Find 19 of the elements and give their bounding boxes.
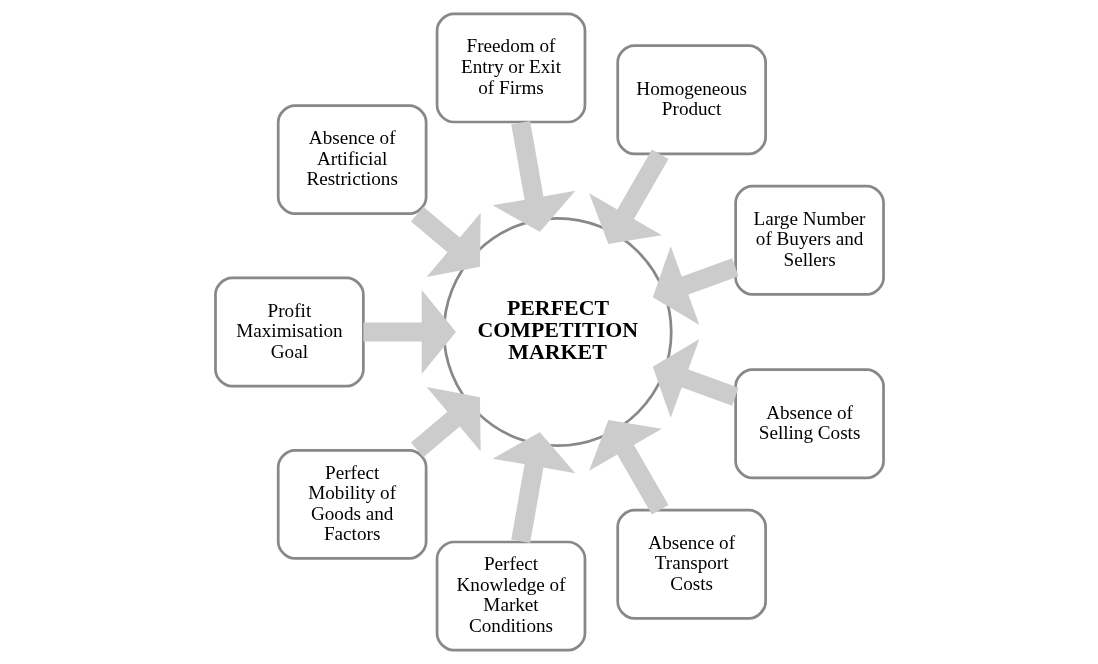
arrow	[362, 290, 456, 374]
arrow	[652, 246, 739, 326]
arrow	[492, 432, 575, 544]
node-box: Absence of Transport Costs	[615, 508, 767, 620]
arrow	[652, 338, 739, 418]
arrow	[588, 420, 669, 515]
arrow	[492, 120, 575, 232]
node-box: Large Number of Buyers and Sellers	[733, 184, 885, 296]
arrow	[588, 149, 669, 244]
node-circle: PERFECT COMPETITION MARKET	[442, 216, 673, 448]
node-box: Profit Maximisation Goal	[213, 276, 365, 388]
arrow	[410, 386, 481, 458]
arrow	[410, 206, 481, 277]
node-box: Absence of Artificial Restrictions	[276, 104, 427, 216]
node-box: Perfect Knowledge of Market Conditions	[435, 540, 586, 652]
node-box: Perfect Mobility of Goods and Factors	[276, 448, 427, 560]
node-box: Homogeneous Product	[615, 44, 767, 156]
node-box: Freedom of Entry or Exit of Firms	[435, 12, 586, 124]
node-box: Absence of Selling Costs	[733, 368, 885, 480]
